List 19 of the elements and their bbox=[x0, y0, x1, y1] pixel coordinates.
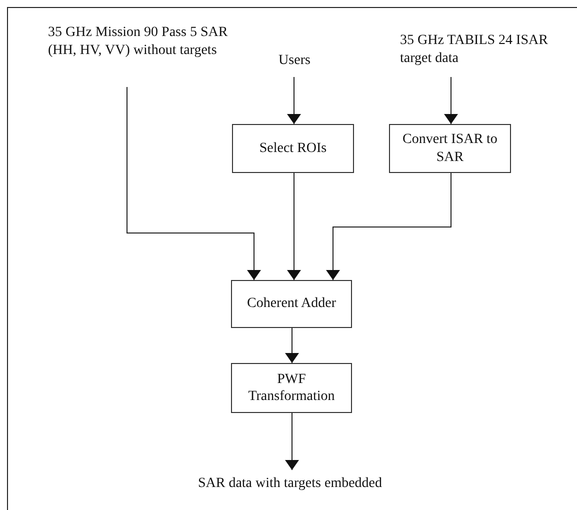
box-label: Coherent Adder bbox=[246, 295, 336, 313]
box-label: PWF Transformation bbox=[247, 370, 336, 406]
process-box bbox=[389, 124, 511, 173]
arrow bbox=[287, 172, 301, 280]
text-label: SAR data with targets embedded bbox=[198, 476, 382, 491]
arrow bbox=[285, 412, 299, 470]
text-label: 35 GHz TABILS 24 ISAR target data bbox=[400, 33, 548, 66]
text-label: 35 GHz Mission 90 Pass 5 SAR (HH, HV, VV) without targets bbox=[48, 25, 228, 58]
process-box bbox=[231, 363, 352, 413]
text-label: Users bbox=[278, 53, 310, 68]
process-box bbox=[232, 124, 354, 173]
process-box bbox=[231, 280, 352, 328]
box-label: Select ROIs bbox=[259, 140, 327, 158]
arrow bbox=[287, 76, 301, 124]
arrow bbox=[285, 328, 299, 364]
arrow bbox=[326, 172, 452, 280]
box-label: Convert ISAR to SAR bbox=[402, 131, 498, 166]
arrow bbox=[444, 76, 458, 124]
arrow bbox=[126, 86, 261, 280]
